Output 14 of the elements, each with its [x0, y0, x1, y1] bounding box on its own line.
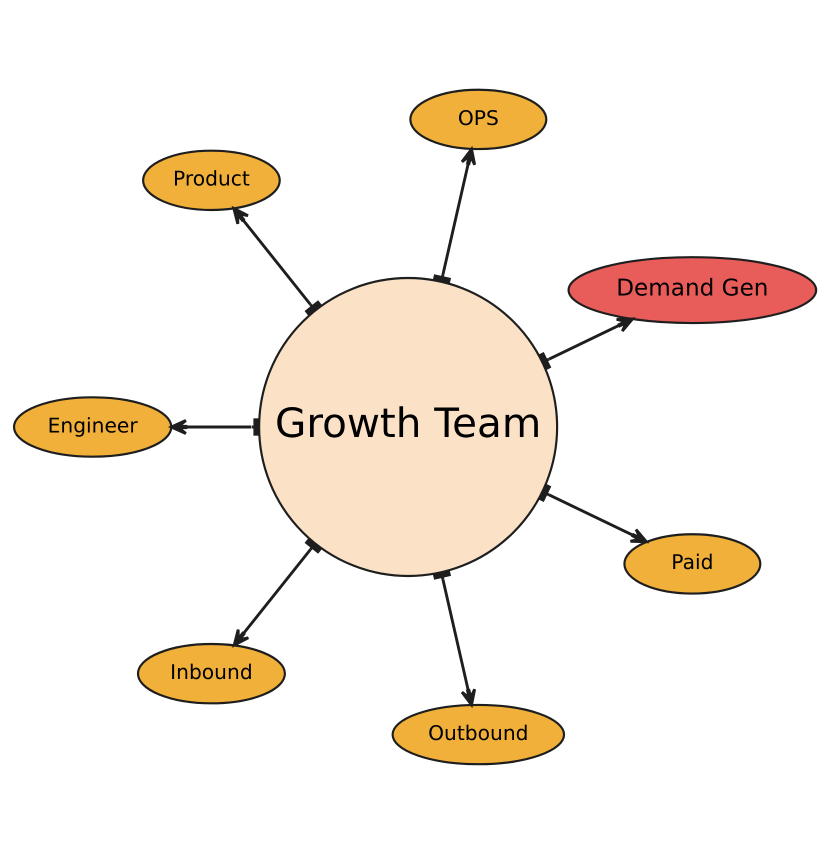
arrow [538, 484, 648, 544]
node-ellipse: Paid [623, 533, 762, 595]
arrow [232, 538, 322, 646]
arrow [232, 207, 322, 316]
node-ellipse: Product [142, 150, 281, 212]
node-ellipse: Outbound [392, 704, 566, 766]
node-ellipse: Engineer [12, 396, 172, 458]
node-ellipse: Demand Gen [568, 256, 818, 324]
arrow [538, 318, 634, 370]
node-ellipse: OPS [409, 88, 548, 150]
arrow [432, 148, 476, 284]
node-circle: Growth Team [258, 276, 558, 578]
arrow [432, 570, 476, 706]
node-ellipse: Inbound [136, 642, 286, 704]
